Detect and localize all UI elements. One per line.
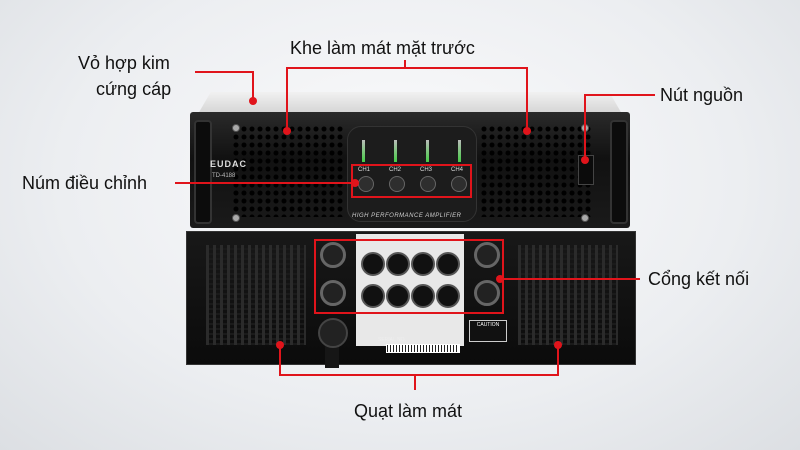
- left-front-vent: [232, 125, 344, 217]
- xlr-input[interactable]: [361, 252, 385, 276]
- ch3-knob[interactable]: [420, 176, 436, 192]
- channel-label: CH4: [451, 167, 464, 173]
- xlr-input[interactable]: [411, 252, 435, 276]
- fan-leader: [279, 345, 559, 376]
- level-meter: [394, 140, 397, 162]
- amplifier-top-cover: [198, 92, 622, 114]
- screw: [232, 214, 240, 222]
- screw: [232, 124, 240, 132]
- caution-label: CAUTION: [469, 320, 507, 342]
- right-fan-vent: [518, 245, 618, 345]
- screw: [581, 214, 589, 222]
- callout-dot: [276, 341, 284, 349]
- model-number: TD-4188: [212, 173, 236, 179]
- speakon-port[interactable]: [320, 280, 346, 306]
- callout-dot: [581, 156, 589, 164]
- callout-housing-line1: Vỏ hợp kim: [78, 53, 170, 73]
- xlr-input[interactable]: [436, 252, 460, 276]
- serial-label: SERIAL NO.: [378, 337, 406, 343]
- xlr-output[interactable]: [436, 284, 460, 308]
- callout-power-button: Nút nguồn: [660, 85, 744, 105]
- left-handle: [194, 120, 212, 224]
- xlr-output[interactable]: [386, 284, 410, 308]
- callout-front-vents: Khe làm mát mặt trước: [290, 38, 475, 58]
- control-display: [347, 126, 477, 222]
- housing-leader: [195, 71, 254, 100]
- speakon-port[interactable]: [474, 242, 500, 268]
- callout-fans: Quạt làm mát: [354, 401, 463, 421]
- brand-logo: EUDAC: [210, 159, 248, 169]
- barcode: [386, 344, 460, 353]
- speakon-port[interactable]: [320, 242, 346, 268]
- callout-dot: [523, 127, 531, 135]
- level-meter: [458, 140, 461, 162]
- left-fan-vent: [206, 245, 306, 345]
- callout-ports: Cổng kết nối: [648, 269, 750, 289]
- level-meter: [426, 140, 429, 162]
- callout-dot: [283, 127, 291, 135]
- xlr-output[interactable]: [361, 284, 385, 308]
- ch2-knob[interactable]: [389, 176, 405, 192]
- level-meter: [362, 140, 365, 162]
- channel-label: CH1: [358, 167, 371, 173]
- callout-knobs: Núm điều chỉnh: [22, 173, 148, 193]
- callout-dot: [249, 97, 257, 105]
- callout-dot: [554, 341, 562, 349]
- speakon-port[interactable]: [474, 280, 500, 306]
- power-leader: [584, 94, 655, 160]
- callout-dot: [351, 179, 359, 187]
- ch4-knob[interactable]: [451, 176, 467, 192]
- panel-caption: HIGH PERFORMANCE AMPLIFIER: [352, 213, 462, 219]
- callout-dot: [496, 275, 504, 283]
- ports-highlight-box: [314, 239, 504, 314]
- power-cable-gland: [318, 318, 348, 348]
- right-front-vent: [480, 125, 592, 217]
- right-handle: [610, 120, 628, 224]
- callout-housing-line2: cứng cáp: [96, 79, 172, 99]
- xlr-input[interactable]: [386, 252, 410, 276]
- channel-label: CH2: [389, 167, 402, 173]
- knob-highlight-box: [351, 164, 472, 198]
- channel-label: CH3: [420, 167, 433, 173]
- xlr-output[interactable]: [411, 284, 435, 308]
- front-vent-leader: [286, 67, 528, 130]
